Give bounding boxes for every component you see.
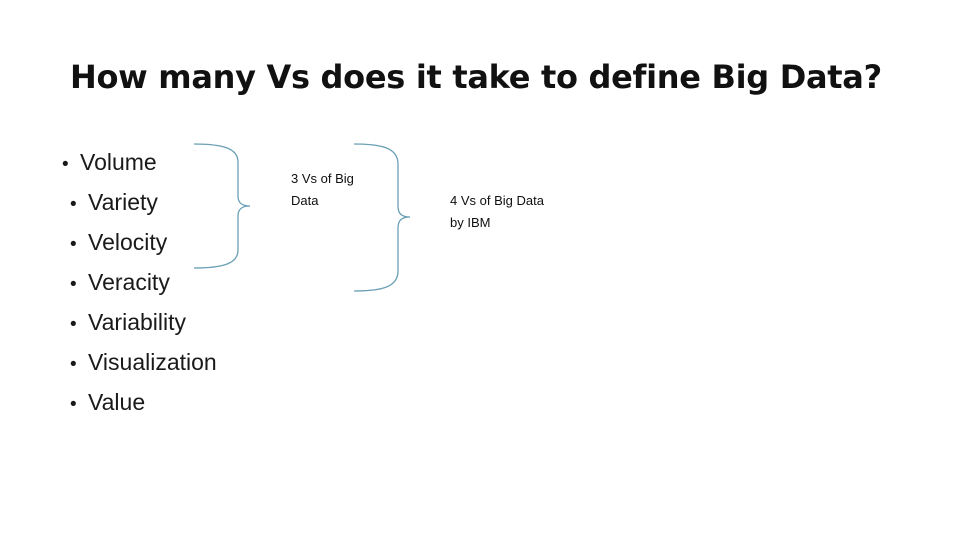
- annotation-three-vs: 3 Vs of Big Data: [291, 171, 354, 208]
- bullet-label: Variability: [88, 309, 186, 335]
- list-item: • Variability: [62, 302, 322, 342]
- bullet-label: Visualization: [88, 349, 217, 375]
- bullet-list: • Volume • Variety • Velocity • Veracity…: [62, 142, 322, 422]
- list-item: • Value: [62, 382, 322, 422]
- brace-four-vs-icon: [353, 143, 411, 292]
- bullet-label: Veracity: [88, 269, 170, 295]
- annotation-four-vs: 4 Vs of Big Data by IBM: [450, 193, 544, 230]
- bullet-marker: •: [70, 274, 77, 295]
- list-item: • Veracity: [62, 262, 322, 302]
- bullet-marker: •: [70, 314, 77, 335]
- bullet-marker: •: [70, 394, 77, 415]
- bullet-label: Volume: [80, 149, 157, 175]
- bullet-label: Velocity: [88, 229, 168, 255]
- bullet-label: Variety: [88, 189, 158, 215]
- brace-three-vs-icon: [193, 143, 251, 269]
- bullet-marker: •: [70, 234, 77, 255]
- list-item: • Volume: [62, 142, 322, 182]
- bullet-label: Value: [88, 389, 146, 415]
- bullet-marker: •: [62, 154, 69, 175]
- list-item: • Velocity: [62, 222, 322, 262]
- bullet-marker: •: [70, 194, 77, 215]
- bullet-marker: •: [70, 354, 77, 375]
- list-item: • Variety: [62, 182, 322, 222]
- page-title: How many Vs does it take to define Big D…: [70, 58, 882, 96]
- list-item: • Visualization: [62, 342, 322, 382]
